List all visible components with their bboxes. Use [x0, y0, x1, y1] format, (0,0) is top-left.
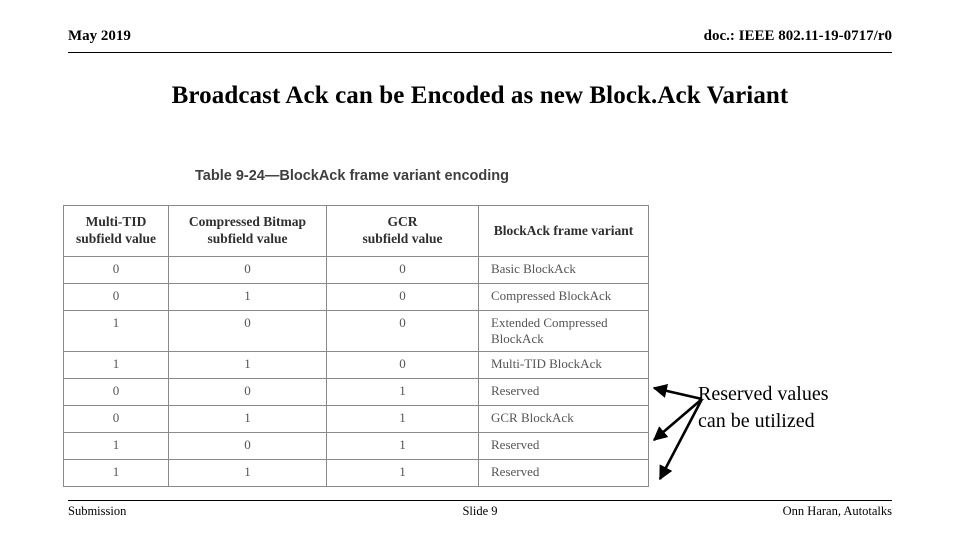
footer-slide-number: Slide 9 — [462, 504, 498, 518]
table-row: 0 1 0 Compressed BlockAck — [63, 283, 649, 311]
column-header-gcr-line2: subfield value — [362, 231, 443, 246]
cell-compressed-bitmap: 1 — [168, 459, 327, 487]
cell-gcr: 0 — [326, 256, 479, 284]
cell-gcr: 1 — [326, 378, 479, 406]
cell-compressed-bitmap: 0 — [168, 256, 327, 284]
table-row: 0 0 1 Reserved — [63, 378, 649, 406]
cell-compressed-bitmap: 1 — [168, 351, 327, 379]
cell-multi-tid: 1 — [63, 432, 169, 460]
footer-divider — [68, 500, 892, 501]
page-title: Broadcast Ack can be Encoded as new Bloc… — [171, 82, 789, 109]
cell-variant: Basic BlockAck — [478, 256, 649, 284]
table-caption: Table 9-24—BlockAck frame variant encodi… — [195, 168, 510, 184]
header-date: May 2019 — [68, 28, 131, 44]
column-header-multi-tid: Multi-TID subfield value — [63, 205, 169, 257]
cell-gcr: 0 — [326, 283, 479, 311]
cell-compressed-bitmap: 0 — [168, 310, 327, 352]
callout-arrows — [652, 383, 704, 481]
blockack-variant-table: Multi-TID subfield value Compressed Bitm… — [63, 205, 649, 487]
cell-compressed-bitmap: 0 — [168, 378, 327, 406]
cell-variant: Compressed BlockAck — [478, 283, 649, 311]
table-row: 1 1 1 Reserved — [63, 459, 649, 487]
slide-footer: Submission Slide 9 Onn Haran, Autotalks — [68, 500, 892, 522]
cell-gcr: 0 — [326, 310, 479, 352]
cell-variant: Reserved — [478, 459, 649, 487]
table-row: 1 0 0 Extended Compressed BlockAck — [63, 310, 649, 352]
cell-gcr: 0 — [326, 351, 479, 379]
arrow-to-reserved-row-2 — [652, 398, 703, 441]
cell-compressed-bitmap: 0 — [168, 432, 327, 460]
footer-submission: Submission — [68, 504, 127, 518]
callout-text: Reserved values can be utilized — [698, 381, 908, 435]
cell-multi-tid: 0 — [63, 405, 169, 433]
cell-variant: Reserved — [478, 378, 649, 406]
cell-compressed-bitmap: 1 — [168, 405, 327, 433]
header-doc-number: doc.: IEEE 802.11-19-0717/r0 — [703, 28, 892, 44]
column-header-multi-tid-line2: subfield value — [76, 231, 156, 246]
callout-line-1: Reserved values — [698, 383, 829, 405]
cell-gcr: 1 — [326, 459, 479, 487]
column-header-compressed-bitmap-line2: subfield value — [207, 231, 288, 246]
table-row: 0 1 1 GCR BlockAck — [63, 405, 649, 433]
callout-line-2: can be utilized — [698, 410, 815, 432]
column-header-compressed-bitmap: Compressed Bitmap subfield value — [168, 205, 327, 257]
table-row: 0 0 0 Basic BlockAck — [63, 256, 649, 284]
cell-compressed-bitmap: 1 — [168, 283, 327, 311]
table-row: 1 0 1 Reserved — [63, 432, 649, 460]
cell-multi-tid: 1 — [63, 459, 169, 487]
cell-multi-tid: 0 — [63, 378, 169, 406]
cell-gcr: 1 — [326, 405, 479, 433]
cell-gcr: 1 — [326, 432, 479, 460]
cell-multi-tid: 0 — [63, 283, 169, 311]
slide-header: May 2019 doc.: IEEE 802.11-19-0717/r0 — [68, 28, 892, 54]
column-header-multi-tid-line1: Multi-TID — [85, 214, 147, 230]
cell-variant: Multi-TID BlockAck — [478, 351, 649, 379]
column-header-gcr-line1: GCR — [387, 214, 418, 230]
cell-variant: Reserved — [478, 432, 649, 460]
table-body: 0 0 0 Basic BlockAck 0 1 0 Compressed Bl… — [63, 256, 649, 487]
column-header-variant: BlockAck frame variant — [478, 205, 649, 257]
column-header-compressed-bitmap-line1: Compressed Bitmap — [188, 214, 307, 230]
cell-multi-tid: 0 — [63, 256, 169, 284]
footer-author: Onn Haran, Autotalks — [782, 504, 892, 518]
cell-variant: GCR BlockAck — [478, 405, 649, 433]
column-header-variant-line1: BlockAck frame variant — [493, 222, 634, 238]
cell-multi-tid: 1 — [63, 351, 169, 379]
cell-variant: Extended Compressed BlockAck — [478, 310, 649, 352]
table-row: 1 1 0 Multi-TID BlockAck — [63, 351, 649, 379]
table-header-row: Multi-TID subfield value Compressed Bitm… — [63, 205, 649, 257]
column-header-gcr: GCR subfield value — [326, 205, 479, 257]
header-divider — [68, 52, 892, 53]
cell-multi-tid: 1 — [63, 310, 169, 352]
arrow-to-reserved-row-3 — [658, 398, 704, 481]
arrow-to-reserved-row-1 — [652, 383, 703, 401]
